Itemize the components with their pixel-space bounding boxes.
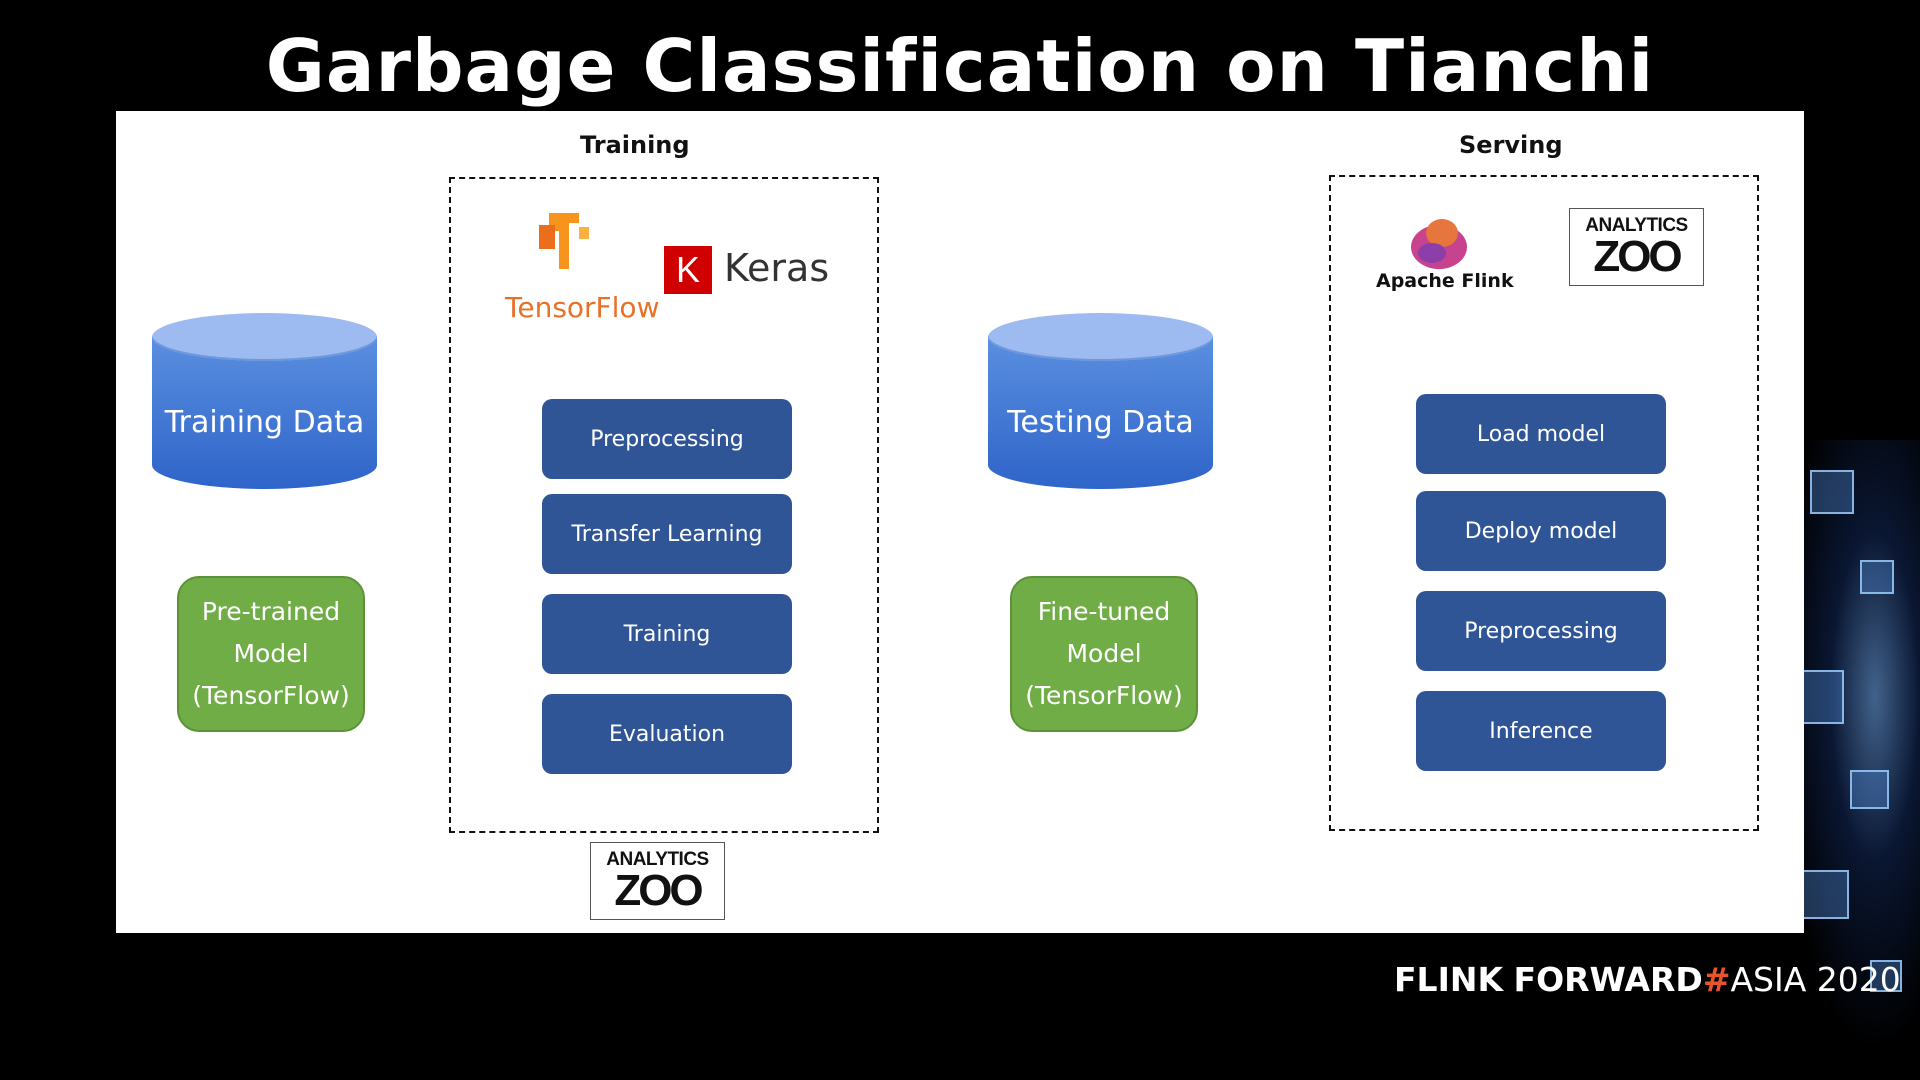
zoo-bottom-text: ZOO — [614, 866, 703, 915]
training-step-transfer-learning: Transfer Learning — [542, 494, 792, 574]
footer-flink: FLINK — [1394, 960, 1504, 999]
training-section-label: Training — [580, 131, 690, 159]
footer-forward: FORWARD — [1513, 960, 1703, 999]
zoo-bottom-text: ZOO — [1593, 232, 1682, 281]
serving-section-box — [1329, 175, 1759, 831]
training-step-evaluation: Evaluation — [542, 694, 792, 774]
training-data-cylinder: Training Data — [152, 313, 377, 513]
tensorflow-label: TensorFlow — [505, 291, 660, 324]
keras-label: Keras — [724, 246, 830, 290]
apache-flink-icon — [1411, 219, 1467, 269]
diagram-canvas: Training Data Pre-trained Model (TensorF… — [116, 111, 1804, 933]
zoo-top-text: ANALYTICS — [606, 849, 709, 870]
serving-step-load-model: Load model — [1416, 394, 1666, 474]
training-step-preprocessing: Preprocessing — [542, 399, 792, 479]
event-footer-logo: FLINK FORWARD#ASIA 2020 — [1394, 960, 1901, 999]
testing-data-label: Testing Data — [1007, 405, 1194, 440]
finetuned-model-box: Fine-tuned Model (TensorFlow) — [1010, 576, 1198, 732]
apache-flink-label: Apache Flink — [1376, 270, 1514, 292]
analytics-zoo-logo-training: ANALYTICS ZOO — [590, 842, 725, 920]
analytics-zoo-logo-serving: ANALYTICS ZOO — [1569, 208, 1704, 286]
serving-step-inference: Inference — [1416, 691, 1666, 771]
serving-step-preprocessing: Preprocessing — [1416, 591, 1666, 671]
pretrained-model-box: Pre-trained Model (TensorFlow) — [177, 576, 365, 732]
keras-icon: K — [664, 246, 712, 294]
serving-section-label: Serving — [1459, 131, 1563, 159]
footer-hash: # — [1702, 960, 1731, 999]
testing-data-cylinder: Testing Data — [988, 313, 1213, 513]
zoo-top-text: ANALYTICS — [1585, 215, 1688, 236]
training-data-label: Training Data — [164, 405, 365, 440]
training-step-training: Training — [542, 594, 792, 674]
training-section-box — [449, 177, 879, 833]
serving-step-deploy-model: Deploy model — [1416, 491, 1666, 571]
footer-event: ASIA 2020 — [1730, 960, 1901, 999]
tensorflow-icon — [539, 213, 589, 269]
